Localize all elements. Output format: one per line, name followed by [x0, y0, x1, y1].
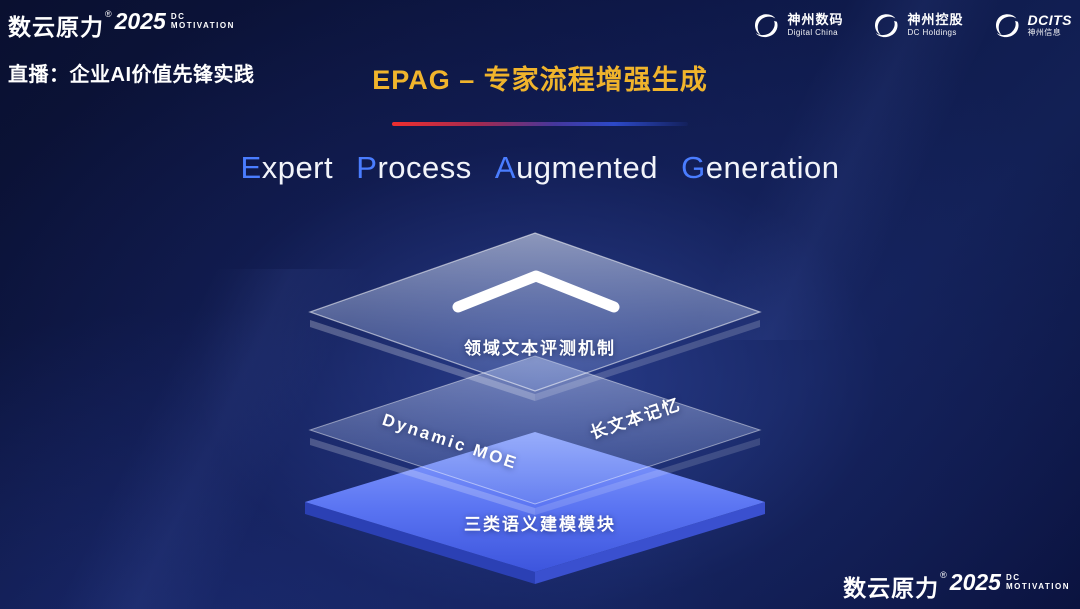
partner-name: 神州数码	[787, 11, 844, 27]
brand-tagline-line1: DC	[1005, 573, 1021, 582]
word-rest: ugmented	[516, 150, 658, 185]
layer-top-label: 领域文本评测机制	[464, 339, 616, 358]
partner-subtitle: Digital China	[787, 27, 839, 37]
live-stream-label: 直播：企业AI价值先锋实践	[8, 64, 255, 86]
word-initial: G	[681, 150, 706, 185]
page-title-en: Expert Process Augmented Generation	[0, 150, 1080, 186]
word-rest: rocess	[377, 150, 472, 185]
layer-top	[308, 232, 762, 401]
layer-middle	[308, 355, 762, 515]
brand-tagline-line2: MOTIVATION	[170, 21, 235, 31]
registered-mark: ®	[105, 9, 112, 19]
brand-logo-top-left: 数云原力®2025 DC MOTIVATION	[8, 8, 235, 42]
title-word: Expert	[241, 150, 334, 185]
title-word: Process	[356, 150, 472, 185]
partner-logos: 神州数码 Digital China 神州控股 DC Holdings DCIT…	[751, 10, 1072, 40]
registered-mark: ®	[940, 570, 947, 580]
dc-swoosh-icon	[875, 14, 899, 38]
partner-text: 神州数码 Digital China	[787, 11, 844, 37]
brand-logo-bottom-right: 数云原力®2025 DC MOTIVATION	[843, 569, 1070, 603]
brand-tagline-line2: MOTIVATION	[1005, 582, 1070, 592]
dc-swoosh-icon	[995, 14, 1019, 38]
word-initial: P	[356, 150, 378, 185]
word-rest: eneration	[705, 150, 840, 185]
partner-digital-china: 神州数码 Digital China	[751, 10, 843, 40]
partner-name: DCITS	[1027, 12, 1072, 29]
layer-bottom-label: 三类语义建模模块	[464, 515, 616, 534]
brand-tagline: DC MOTIVATION	[171, 12, 235, 30]
partner-subtitle: DC Holdings	[907, 27, 957, 37]
brand-tagline: DC MOTIVATION	[1006, 573, 1070, 591]
word-rest: xpert	[261, 150, 334, 185]
word-initial: A	[494, 150, 517, 185]
title-word: Generation	[681, 150, 839, 185]
partner-subtitle: 神州信息	[1027, 28, 1062, 38]
brand-year: 2025	[949, 569, 1001, 595]
page-title-cn: EPAG – 专家流程增强生成	[372, 65, 708, 95]
gradient-divider	[392, 122, 688, 126]
title-word: Augmented	[495, 150, 658, 185]
brand-name: 数云原力	[8, 14, 104, 40]
chevron-up-icon	[452, 270, 620, 313]
dc-swoosh-icon	[755, 14, 779, 38]
partner-name: 神州控股	[907, 11, 964, 27]
partner-text: DCITS 神州信息	[1028, 12, 1073, 37]
partner-dcits: DCITS 神州信息	[992, 10, 1073, 40]
partner-text: 神州控股 DC Holdings	[907, 11, 964, 37]
brand-tagline-line1: DC	[170, 12, 186, 21]
brand-name: 数云原力	[843, 575, 940, 601]
brand-year: 2025	[114, 8, 166, 34]
word-initial: E	[240, 150, 262, 185]
partner-dc-holdings: 神州控股 DC Holdings	[871, 10, 963, 40]
